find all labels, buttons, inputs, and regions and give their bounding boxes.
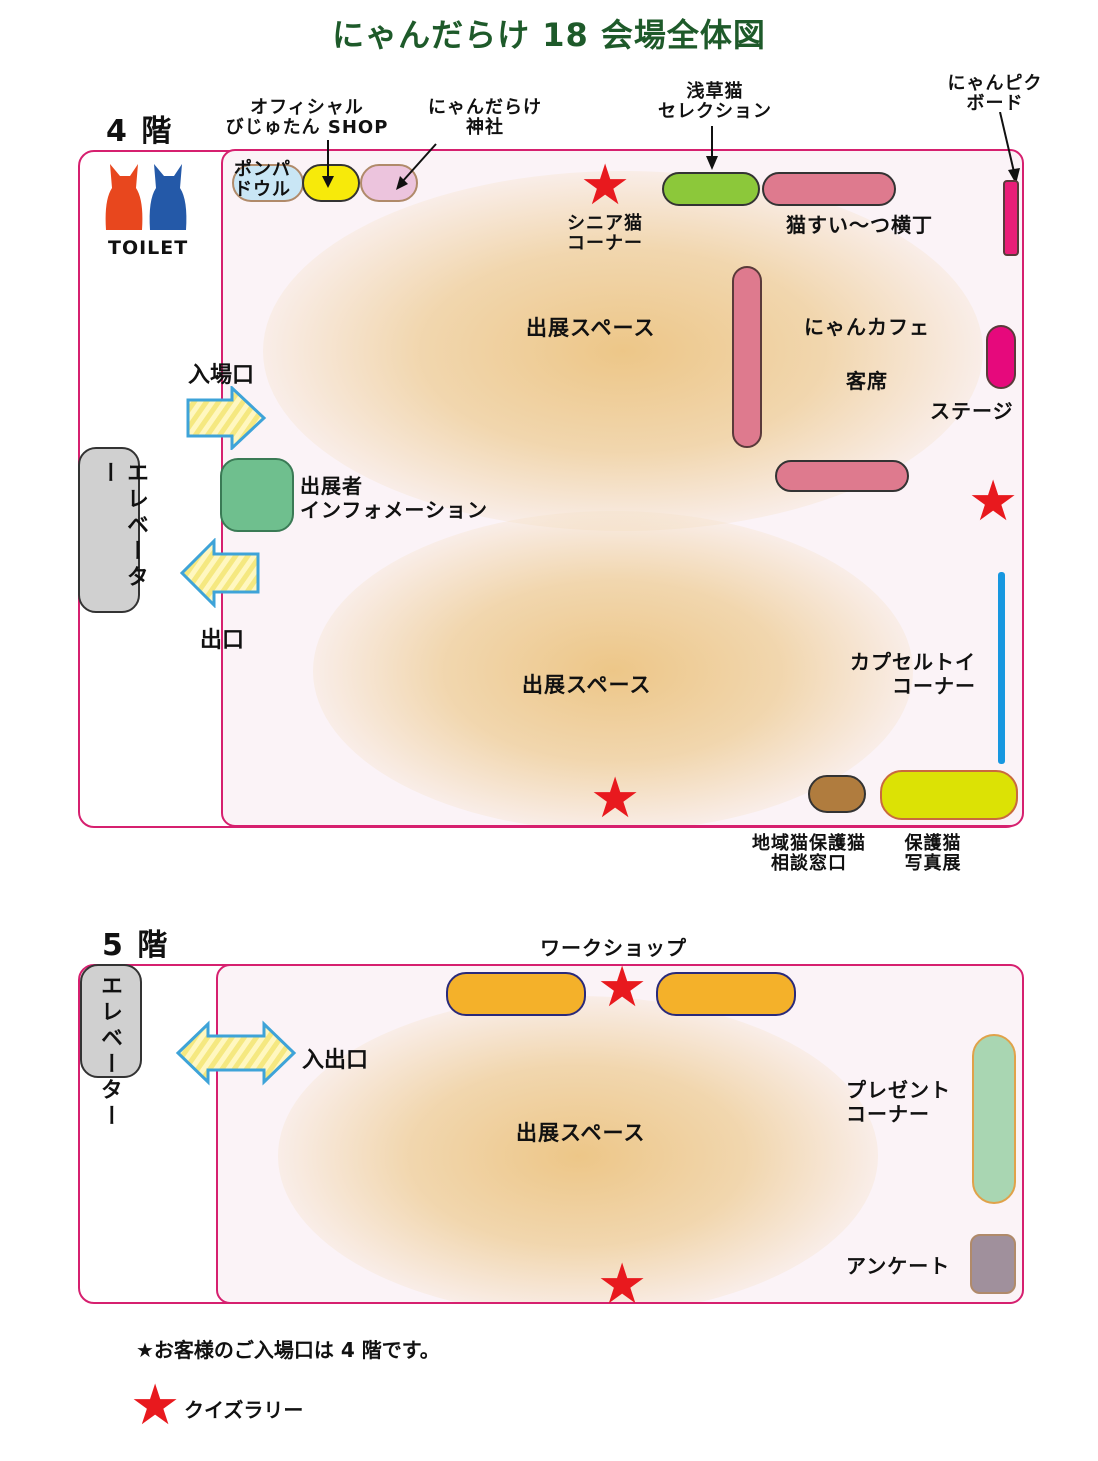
quiz-star-icon: ★ [968,469,1019,534]
official-shop-booth [302,164,360,202]
seats-label: 客席 [846,369,888,393]
asakusa-label: 浅草猫 セレクション [658,81,772,122]
present-booth [972,1034,1016,1204]
exit-label: 出口 [200,628,245,653]
floor-4-hall [221,149,1024,827]
present-label: プレゼント コーナー [846,1078,951,1126]
workshop-booth-right [656,972,796,1016]
elevator-5f-label: エレベーター [97,974,122,1130]
exhibit-space-4f-top: 出展スペース [526,316,656,340]
yokocho-label: 猫すい～つ横丁 [786,213,933,237]
yokocho-booth [762,172,896,206]
exhibit-space-5f: 出展スペース [516,1121,646,1145]
quiz-legend-star-icon: ★ [130,1373,181,1438]
entry-note: ★お客様のご入場口は 4 階です。 [136,1338,440,1362]
cafe-label: にゃんカフェ [804,315,930,339]
quiz-star-icon: ★ [590,766,641,831]
quiz-legend-label: クイズラリー [184,1398,304,1422]
floor-5-label: 5 階 [102,928,170,963]
quiz-star-icon: ★ [597,955,648,1020]
survey-label: アンケート [846,1254,951,1278]
entrance-arrow-icon [186,386,267,450]
cafe-counter-vertical [732,266,762,448]
asakusa-pointer-arrow [706,126,718,170]
stage-label: ステージ [930,399,1014,423]
pick-board-pointer-arrow [999,112,1020,184]
elevator-4f-label: エレベーター [96,461,148,591]
shrine-booth [360,164,418,202]
photo-booth [880,770,1018,820]
workshop-label: ワークショップ [540,936,687,960]
pick-board [1003,180,1019,256]
toilet-label: TOILET [108,237,189,259]
entrance-exit-arrow-icon [175,1020,297,1086]
shrine-label: にゃんだらけ 神社 [428,97,542,138]
elevator-5f [80,964,142,1078]
exhibit-area-glow-bottom [313,511,913,825]
page-title: にゃんだらけ 18 会場全体図 [332,16,766,54]
cafe-counter-horizontal [775,460,909,492]
pompadour-label: ポンパ ドウル [234,159,291,200]
capsule-label: カプセルトイ コーナー [850,650,976,698]
toilet-cats-icon [105,164,187,230]
info-booth [220,458,294,532]
official-shop-label: オフィシャル びじゅたん SHOP [225,97,389,138]
exit-arrow-icon [179,538,260,608]
consult-label: 地域猫保護猫 相談窓口 [752,833,866,874]
senior-label: シニア猫 コーナー [567,213,643,254]
asakusa-booth [662,172,760,206]
floor-5-hall [216,964,1024,1304]
floor-4-label: 4 階 [106,114,174,149]
quiz-star-icon: ★ [580,153,631,218]
label-pointer-arrows [322,140,437,190]
exhibit-space-4f-bottom: 出展スペース [522,673,652,697]
survey-booth [970,1234,1016,1294]
stage-booth [986,325,1016,389]
consult-booth [808,775,866,813]
elevator-4f: エレベーター [78,447,148,613]
capsule-toy-line [998,572,1005,764]
entrance-label: 入場口 [188,363,255,388]
pick-board-label: にゃんピク ボード [947,73,1043,114]
quiz-star-icon: ★ [597,1252,648,1317]
workshop-booth-left [446,972,586,1016]
photo-label: 保護猫 写真展 [904,833,962,874]
entrance-exit-label: 入出口 [302,1048,369,1073]
exhibit-area-glow-5f [278,996,878,1302]
info-label: 出展者 インフォメーション [300,474,488,522]
